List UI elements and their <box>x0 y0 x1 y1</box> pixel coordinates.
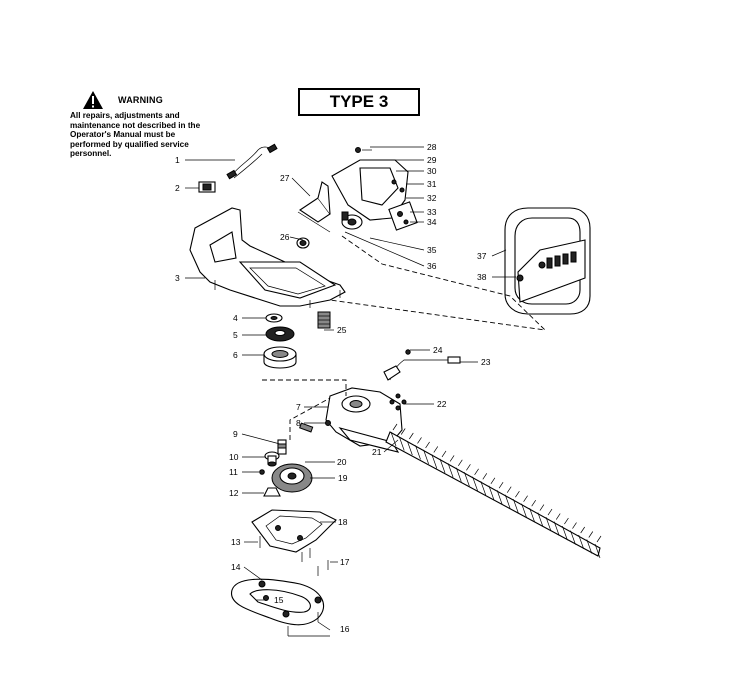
part-5-clutch <box>265 326 295 342</box>
callout-31: 31 <box>427 179 437 189</box>
part-16-screws <box>287 612 319 636</box>
callout-11: 11 <box>229 467 238 477</box>
callout-37: 37 <box>477 251 487 261</box>
part-37-front-handle <box>504 207 591 315</box>
part-19-gear <box>271 463 313 493</box>
part-3-handle-housing <box>189 207 346 308</box>
callout-36: 36 <box>427 261 437 271</box>
callout-8: 8 <box>296 418 301 428</box>
callout-5: 5 <box>233 330 238 340</box>
assembly-dashed-lines <box>262 235 547 440</box>
part-11-screw <box>259 469 265 475</box>
part-7-gear-housing <box>325 387 403 453</box>
callout-17: 17 <box>340 557 350 567</box>
callout-16: 16 <box>340 624 350 634</box>
callout-25: 25 <box>337 325 347 335</box>
callout-10: 10 <box>229 452 239 462</box>
part-22-screws <box>389 393 407 411</box>
callout-27: 27 <box>280 173 290 183</box>
warning-text: All repairs, adjustments and maintenance… <box>70 111 201 159</box>
callout-3: 3 <box>175 273 180 283</box>
part-9-pinion <box>277 439 287 455</box>
warning-title: WARNING <box>118 95 163 105</box>
part-26-knob <box>296 237 310 249</box>
callout-20: 20 <box>337 457 347 467</box>
callout-7: 7 <box>296 402 301 412</box>
parts-28-36-throttle-assembly <box>331 147 418 231</box>
part-4-washer <box>265 313 283 323</box>
part-8-screw <box>325 420 331 426</box>
parts-23-24-cable <box>383 349 461 381</box>
callout-13: 13 <box>231 537 241 547</box>
type-label: TYPE 3 <box>298 88 420 116</box>
callout-30: 30 <box>427 166 437 176</box>
part-21-cutting-blade <box>385 423 602 559</box>
callout-38: 38 <box>477 272 487 282</box>
callout-24: 24 <box>433 345 443 355</box>
callout-1: 1 <box>175 155 180 165</box>
callout-4: 4 <box>233 313 238 323</box>
callout-14: 14 <box>231 562 241 572</box>
callout-2: 2 <box>175 183 180 193</box>
callout-18: 18 <box>338 517 348 527</box>
callout-21: 21 <box>372 447 382 457</box>
part-1-wire <box>226 143 278 180</box>
callout-23: 23 <box>481 357 491 367</box>
part-27-trigger <box>297 181 331 233</box>
callout-34: 34 <box>427 217 437 227</box>
callout-6: 6 <box>233 350 238 360</box>
callout-35: 35 <box>427 245 437 255</box>
leader-lines <box>185 146 516 637</box>
callout-9: 9 <box>233 429 238 439</box>
callout-28: 28 <box>427 142 437 152</box>
callout-33: 33 <box>427 207 437 217</box>
part-20-key <box>299 422 314 433</box>
part-6-drum <box>263 346 297 369</box>
part-18-cover-plate <box>251 509 337 553</box>
part-12-nut <box>263 487 281 497</box>
callout-labels: 1 2 3 4 5 6 7 8 9 10 11 12 13 14 15 16 1… <box>175 142 491 634</box>
part-10-bearing <box>264 451 280 467</box>
callout-29: 29 <box>427 155 437 165</box>
callout-12: 12 <box>229 488 239 498</box>
callout-32: 32 <box>427 193 437 203</box>
warning-notice: WARNING All repairs, adjustments and mai… <box>70 90 210 159</box>
part-25-spring <box>317 311 331 329</box>
warning-triangle-icon <box>83 91 103 109</box>
part-17-screws <box>301 548 329 576</box>
callout-15: 15 <box>274 595 284 605</box>
callout-26: 26 <box>280 232 290 242</box>
callout-19: 19 <box>338 473 348 483</box>
part-15-washer <box>263 595 269 601</box>
part-2-switch <box>198 181 216 193</box>
callout-22: 22 <box>437 399 447 409</box>
